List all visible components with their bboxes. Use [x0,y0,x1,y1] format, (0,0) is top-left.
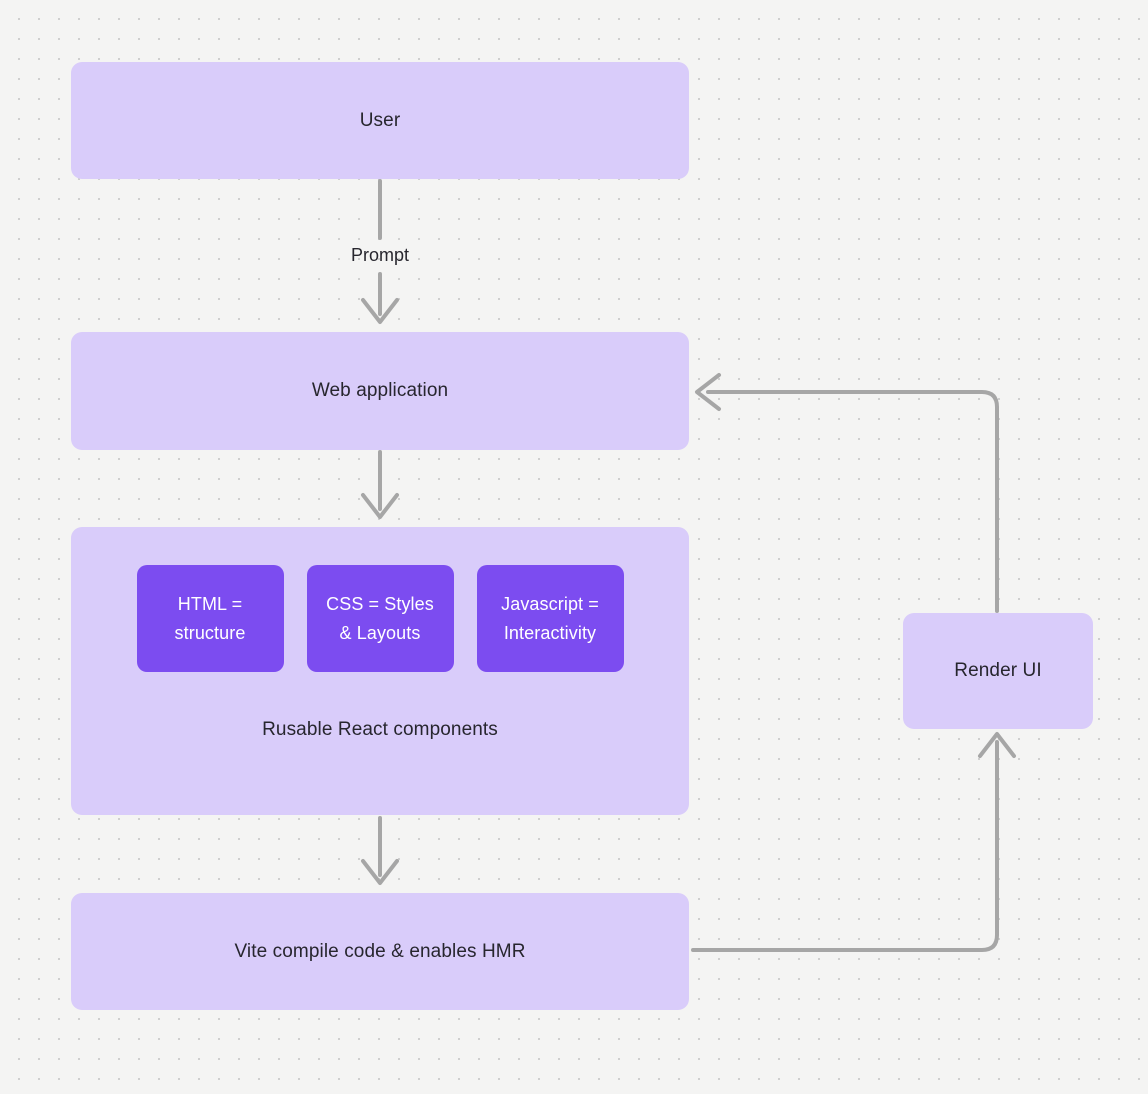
chip-html-line1: HTML = [177,593,243,614]
node-vite[interactable]: Vite compile code & enables HMR [71,893,689,1010]
chip-css[interactable]: CSS = Styles & Layouts [306,565,454,672]
edge-vite-to-render [691,732,1016,952]
node-web-application-label: Web application [311,380,449,402]
chips-row: HTML = structure CSS = Styles & Layouts … [71,565,689,672]
chip-javascript[interactable]: Javascript = Interactivity [476,565,624,672]
node-react-components[interactable]: HTML = structure CSS = Styles & Layouts … [71,527,689,815]
chip-css-line2: & Layouts [339,622,421,643]
node-user-label: User [359,109,401,131]
chip-javascript-line1: Javascript = [501,593,599,614]
chip-css-line1: CSS = Styles [326,593,434,614]
edge-webapp-to-components [361,450,399,519]
node-vite-label: Vite compile code & enables HMR [234,940,526,962]
chip-html-line2: structure [174,622,246,643]
edge-render-to-webapp [695,373,999,613]
node-react-components-caption: Rusable React components [262,719,498,740]
node-user[interactable]: User [71,62,689,179]
chip-html[interactable]: HTML = structure [136,565,284,672]
node-render-ui[interactable]: Render UI [903,613,1093,729]
chip-javascript-line2: Interactivity [503,622,597,643]
edge-components-to-vite [361,816,399,885]
edge-label-prompt: Prompt [350,245,410,265]
node-web-application[interactable]: Web application [71,332,689,450]
node-render-ui-label: Render UI [954,660,1042,682]
